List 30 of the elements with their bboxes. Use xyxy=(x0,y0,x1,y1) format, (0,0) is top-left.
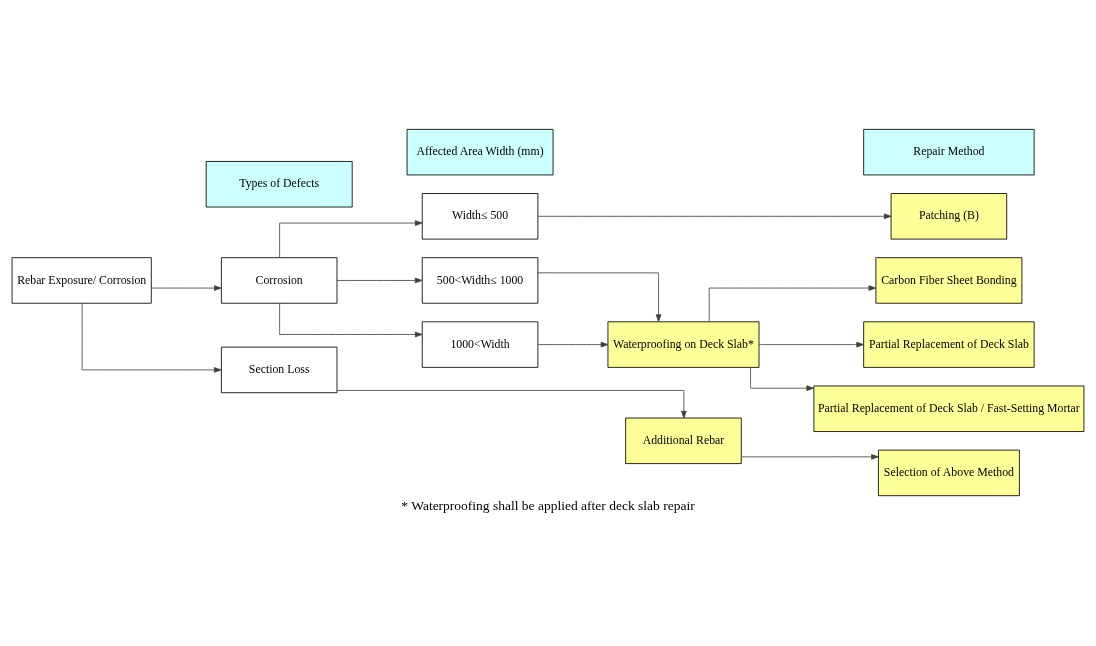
node-box: Carbon Fiber Sheet Bonding xyxy=(875,256,1023,304)
node-box: Types of Defects xyxy=(205,160,353,207)
arrow xyxy=(740,453,879,460)
arrow xyxy=(279,219,423,258)
arrow xyxy=(336,389,687,418)
node-box: Corrosion xyxy=(220,256,338,304)
node-box: Partial Replacement of Deck Slab / Fast-Setting Mortar xyxy=(813,385,1085,432)
node-box: Waterproofing on Deck Slab* xyxy=(607,320,760,368)
arrow xyxy=(537,213,892,219)
arrow xyxy=(151,284,222,291)
node-box: 1000<Width xyxy=(421,320,539,368)
arrow xyxy=(336,277,423,283)
node-box: 500<Width≤ 1000 xyxy=(421,256,539,304)
node-box: Selection of Above Method xyxy=(878,449,1020,496)
node-box: Section Loss xyxy=(220,346,338,393)
node-box: Repair Method xyxy=(863,128,1035,175)
node-box: Rebar Exposure/ Corrosion xyxy=(11,256,152,304)
arrow xyxy=(750,366,814,391)
node-box: Affected Area Width (mm) xyxy=(406,128,554,175)
arrow xyxy=(279,302,423,337)
node-box: Additional Rebar xyxy=(625,417,742,464)
arrow xyxy=(708,284,877,322)
node-box: Partial Replacement of Deck Slab xyxy=(863,320,1035,368)
arrow xyxy=(537,271,662,322)
arrow xyxy=(537,341,609,347)
node-box: Width≤ 500 xyxy=(421,192,539,239)
arrow xyxy=(81,302,222,373)
caption: * Waterproofing shall be applied after deck slab repair xyxy=(401,497,695,513)
node-box: Patching (B) xyxy=(890,192,1008,239)
arrow xyxy=(758,341,864,347)
